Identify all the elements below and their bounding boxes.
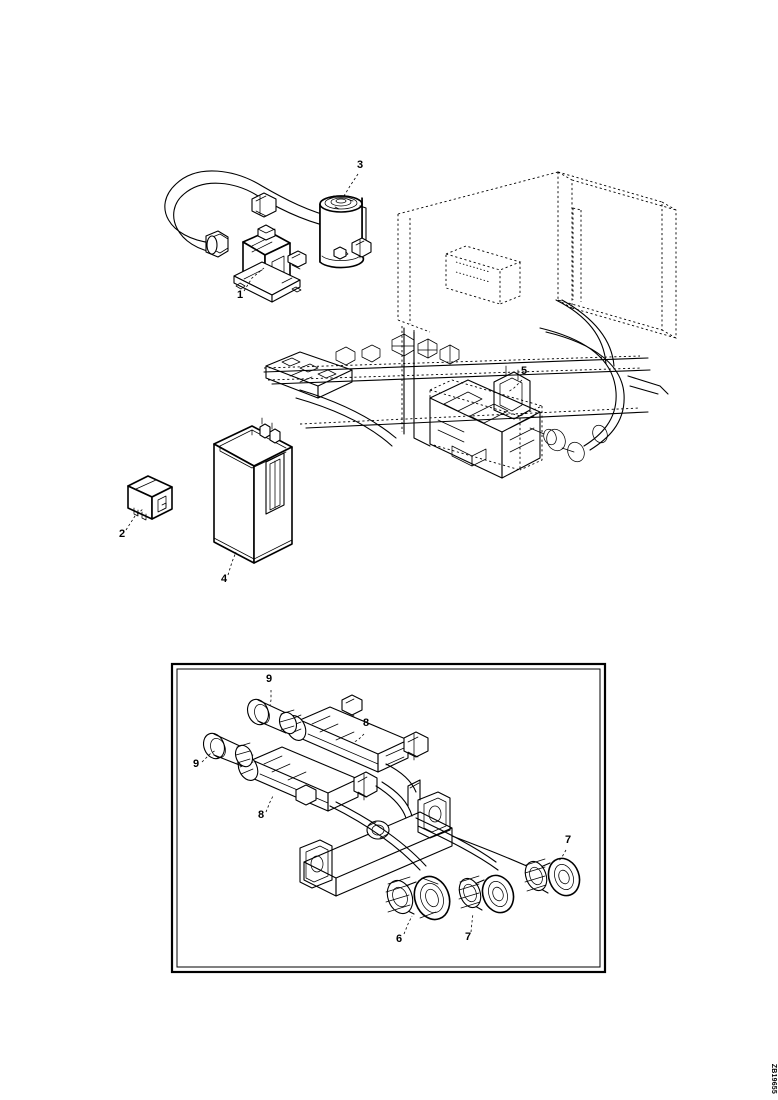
upper-assembly-group — [125, 170, 677, 576]
detail-leader-lines — [201, 690, 567, 935]
part-controller-box — [213, 417, 293, 564]
callout-1: 1 — [237, 289, 244, 301]
part-relay — [127, 475, 173, 521]
callout-5: 5 — [521, 365, 528, 377]
coupling-large — [385, 875, 451, 921]
callout-7-mid: 7 — [465, 931, 472, 943]
callout-7-right: 7 — [565, 834, 572, 846]
solenoid-valve-front — [237, 746, 378, 812]
part-harness-and-valve-bank — [263, 299, 669, 479]
callout-2: 2 — [119, 528, 126, 540]
part-reservoir-cylinder — [319, 195, 372, 269]
detail-contents — [202, 694, 581, 921]
callout-9-left: 9 — [193, 758, 200, 770]
callout-8-rear: 8 — [363, 717, 370, 729]
callout-3: 3 — [357, 159, 364, 171]
detail-panel-group — [170, 662, 607, 974]
drawing-reference-code: ZB19655 — [770, 1063, 777, 1094]
callout-4: 4 — [221, 573, 228, 585]
upper-leader-lines — [125, 173, 523, 576]
callout-9-upper: 9 — [266, 673, 273, 685]
callout-8-front: 8 — [258, 809, 265, 821]
part-pump-assembly — [233, 224, 307, 303]
callout-6: 6 — [396, 933, 403, 945]
fitting-left — [202, 732, 254, 768]
solenoid-valve-rear — [285, 694, 429, 773]
manifold-bracket — [299, 779, 453, 897]
coupling-right — [524, 857, 581, 897]
hydraulic-hose — [164, 170, 341, 258]
coupling-mid — [458, 874, 515, 914]
fitting-upper — [246, 698, 298, 735]
